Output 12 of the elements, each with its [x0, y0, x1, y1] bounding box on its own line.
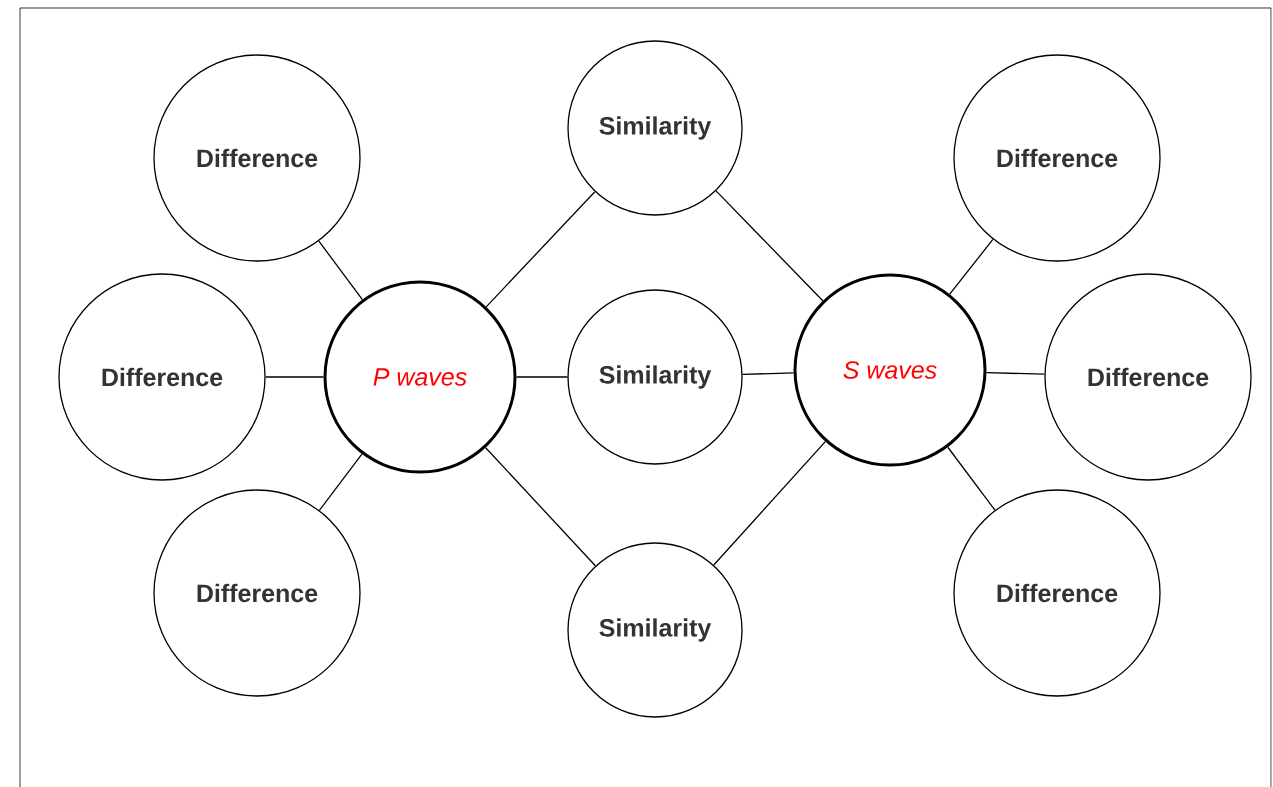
connector-line [949, 238, 994, 295]
connector-line [715, 190, 824, 302]
connector-line [485, 191, 596, 308]
connector-line [985, 371, 1046, 375]
connector-line [318, 453, 363, 511]
connector-line [265, 376, 325, 378]
connector-line [318, 240, 364, 301]
connector-line [741, 372, 795, 376]
connector-line [485, 447, 596, 567]
connector-line [947, 446, 996, 511]
connector-line [713, 440, 826, 566]
connector-line [515, 376, 568, 378]
